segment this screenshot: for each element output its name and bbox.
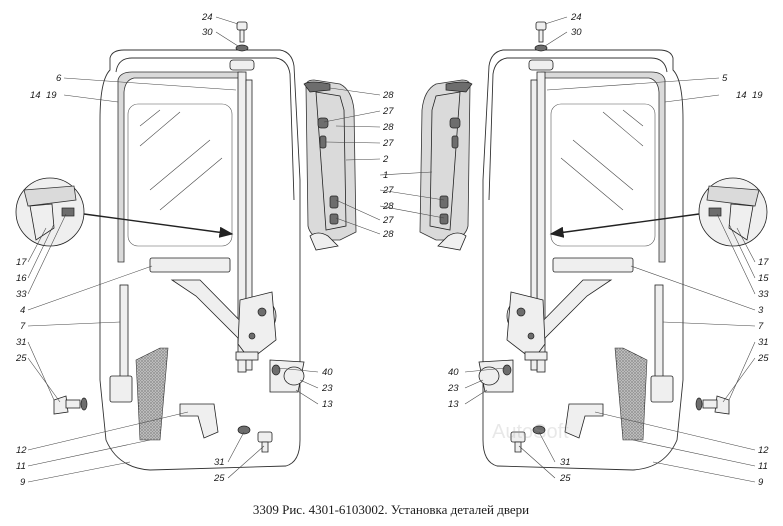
- callout-center-27c: 27: [382, 185, 394, 196]
- callout-right-33: 33: [758, 289, 769, 300]
- callout-right-19: 19: [752, 90, 763, 101]
- right-door: [478, 21, 768, 471]
- callout-center-27b: 27: [382, 138, 394, 149]
- callout-right-25b: 25: [559, 473, 571, 484]
- callout-left-13: 13: [322, 399, 333, 410]
- figure-caption: 3309 Рис. 4301-6103002. Установка детале…: [253, 502, 529, 517]
- callout-right-9: 9: [758, 477, 764, 488]
- callout-right-11: 11: [758, 461, 768, 472]
- callout-left-30: 30: [202, 27, 213, 38]
- callout-left-16: 16: [16, 273, 27, 284]
- callout-center-2: 2: [382, 154, 389, 165]
- callout-left-14: 14: [30, 90, 41, 101]
- callout-left-24: 24: [201, 12, 213, 23]
- callout-right-31b: 31: [560, 457, 571, 468]
- callout-right-31a: 31: [758, 337, 769, 348]
- callout-left-31a: 31: [16, 337, 27, 348]
- callout-center-27a: 27: [382, 106, 394, 117]
- callouts-left: 24 30 6 14 19 17 16 33 4 7 31 25 12 11 9…: [15, 12, 333, 488]
- callout-left-25b: 25: [213, 473, 225, 484]
- callout-right-7: 7: [758, 321, 764, 332]
- callouts-right: 24 30 5 14 19 17 15 33 3 7 31 25 12 11 9…: [447, 12, 769, 488]
- left-door: [15, 21, 305, 471]
- callout-right-25a: 25: [757, 353, 769, 364]
- callout-right-30: 30: [571, 27, 582, 38]
- callout-right-40: 40: [448, 367, 459, 378]
- callout-left-9: 9: [20, 477, 26, 488]
- callout-left-33: 33: [16, 289, 27, 300]
- callout-left-25a: 25: [15, 353, 27, 364]
- callout-left-4: 4: [20, 305, 25, 316]
- callout-center-1: 1: [383, 170, 388, 181]
- callout-right-15: 15: [758, 273, 769, 284]
- callout-center-28d: 28: [382, 229, 394, 240]
- callout-center-28b: 28: [382, 122, 394, 133]
- callouts-center: 28 27 28 27 2 1 27 28 27 28: [382, 90, 394, 240]
- callout-right-5: 5: [722, 73, 728, 84]
- callout-right-17: 17: [758, 257, 769, 268]
- callout-right-23: 23: [447, 383, 459, 394]
- callout-right-13: 13: [448, 399, 459, 410]
- callout-center-28c: 28: [382, 201, 394, 212]
- callout-right-3: 3: [758, 305, 764, 316]
- callout-left-17: 17: [16, 257, 27, 268]
- callout-right-24: 24: [570, 12, 582, 23]
- callout-left-40: 40: [322, 367, 333, 378]
- center-seals: [303, 79, 473, 251]
- callout-left-23: 23: [321, 383, 333, 394]
- watermark: AutoSoft: [492, 421, 569, 443]
- callout-left-19: 19: [46, 90, 57, 101]
- callout-left-31b: 31: [214, 457, 225, 468]
- callout-left-12: 12: [16, 445, 27, 456]
- callout-center-28a: 28: [382, 90, 394, 101]
- callout-left-11: 11: [16, 461, 26, 472]
- callout-right-12: 12: [758, 445, 769, 456]
- callout-right-14: 14: [736, 90, 747, 101]
- leader-lines: [27, 16, 756, 483]
- callout-left-6: 6: [56, 73, 62, 84]
- callout-center-27d: 27: [382, 215, 394, 226]
- callout-left-7: 7: [20, 321, 26, 332]
